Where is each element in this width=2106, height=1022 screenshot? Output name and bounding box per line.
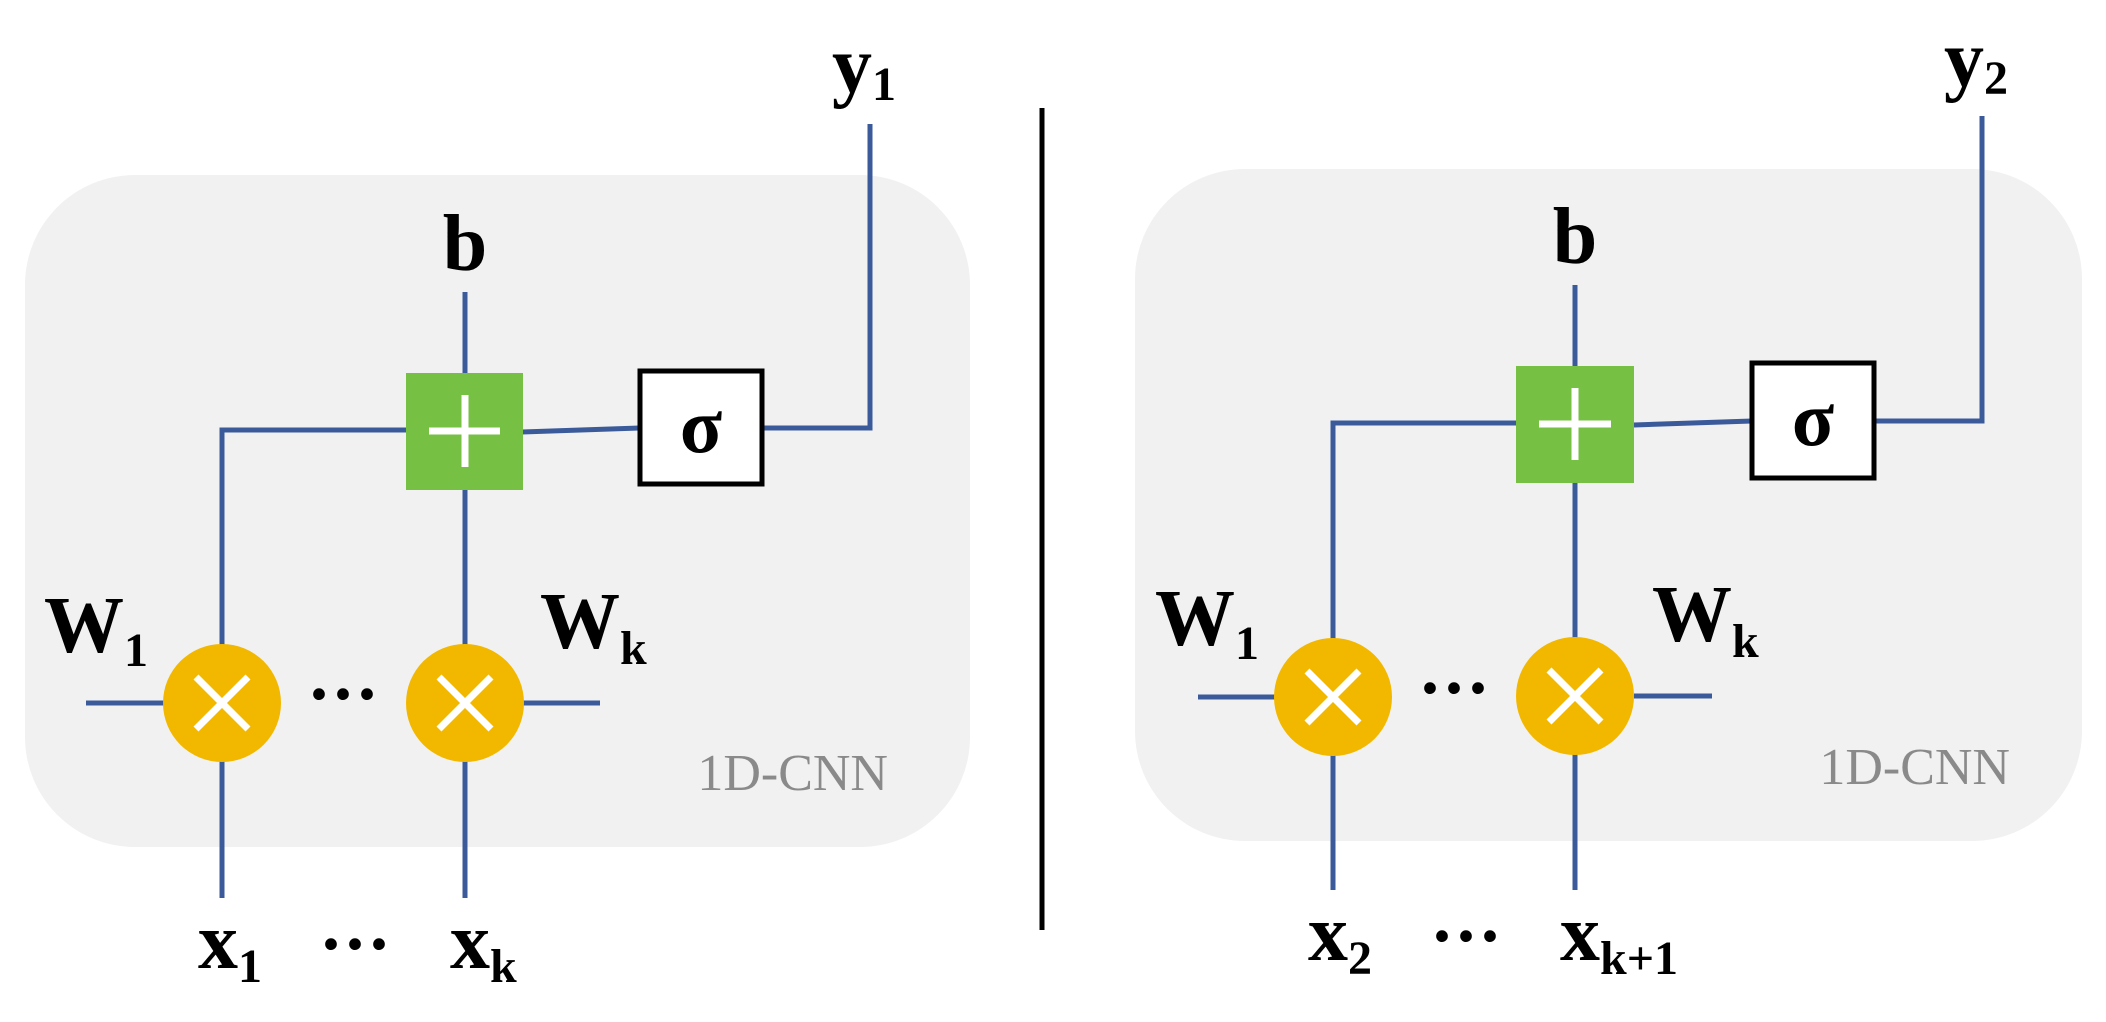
bias-label: b	[1553, 193, 1598, 281]
activation-node: σ	[1749, 360, 1877, 481]
activation-box	[637, 368, 765, 487]
adder-to-activation-wire	[521, 425, 641, 435]
activation-to-output-wire	[1874, 116, 1985, 424]
multiplier-ellipsis: ···	[1418, 648, 1490, 728]
multiply-icon-stroke	[193, 674, 251, 732]
multiplier-node-k	[1516, 637, 1634, 755]
adder-node	[1516, 366, 1634, 483]
activation-to-output-wire	[762, 124, 873, 431]
multiply-icon-stroke	[1304, 668, 1362, 726]
activation-node: σ	[637, 368, 765, 487]
activation-symbol: σ	[1792, 375, 1834, 462]
activation-symbol: σ	[680, 382, 722, 469]
weight-1-label: W1	[44, 582, 148, 677]
adder-to-activation-wire	[1633, 418, 1753, 428]
weight-k-label: Wk	[1652, 571, 1759, 668]
multiplier-1-to-adder-wire	[1330, 420, 1516, 652]
layer-caption: 1D-CNN	[697, 745, 888, 802]
input-k-plus-1-label: xk+1	[1560, 890, 1678, 985]
layer-caption: 1D-CNN	[1819, 739, 2010, 796]
input-2-label: x2	[1308, 890, 1372, 985]
input-k-label: xk	[450, 898, 517, 993]
multiply-icon-stroke	[1546, 667, 1604, 725]
multiplier-ellipsis: ···	[307, 654, 379, 734]
multiply-icon-stroke	[436, 674, 494, 732]
input-ellipsis: ···	[1430, 896, 1502, 976]
multiplier-node-1	[1274, 638, 1392, 756]
weight-k-label: Wk	[540, 578, 647, 675]
bias-label: b	[443, 200, 488, 288]
weight-1-label: W1	[1155, 575, 1259, 670]
adder-node	[406, 373, 523, 490]
output-label: y1	[832, 22, 896, 111]
panel-right: σ b y2 W1 Wk ··· x2 ··· xk+1 1D-CNN	[1135, 16, 2082, 985]
multiplier-node-k	[406, 644, 524, 762]
output-label: y2	[1944, 16, 2008, 105]
input-ellipsis: ···	[319, 904, 391, 984]
multiplier-1-to-adder-wire	[219, 427, 408, 658]
panel-left: σ b y1 W1 Wk ··· x1 ··· xk 1D-CNN	[25, 22, 970, 993]
multiplier-node-1	[163, 644, 281, 762]
activation-box	[1749, 360, 1877, 481]
input-1-label: x1	[198, 898, 262, 993]
